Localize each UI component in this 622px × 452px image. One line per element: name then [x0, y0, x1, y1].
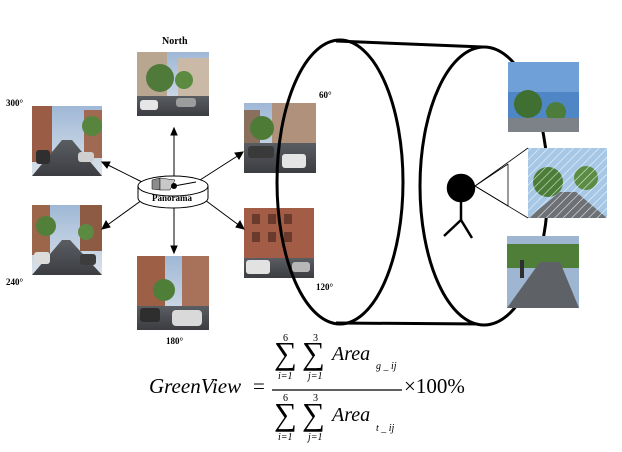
cylinder-photo-middle: [528, 148, 607, 218]
formula-lhs: GreenView: [149, 374, 242, 398]
street-photo-60: [244, 103, 316, 173]
cylinder-figure: [275, 38, 607, 327]
arrow-60: [199, 154, 240, 181]
num-term: Area: [332, 343, 371, 365]
angle-240-label: 240°: [6, 277, 24, 287]
den-term: Area: [332, 404, 371, 426]
formula-factor: ×100%: [404, 374, 465, 398]
arrow-300: [105, 163, 143, 183]
street-photo-180: [137, 256, 209, 330]
panorama-hub: [137, 175, 209, 209]
num-sum-i-upper: 6: [283, 333, 288, 344]
hub-arrows: [100, 126, 245, 255]
arrow-180-head: [170, 245, 178, 255]
den-sum-j-sign: ∑: [302, 396, 325, 432]
num-sum-i-sign: ∑: [274, 335, 297, 371]
formula-equals: =: [253, 374, 265, 398]
num-subscript: g _ ij: [376, 361, 397, 372]
street-photo-240: [32, 205, 102, 275]
num-sum-j-sign: ∑: [302, 335, 325, 371]
arrow-300-head: [100, 161, 111, 169]
hub-label: Panorama: [152, 193, 192, 203]
arrow-60-head: [234, 151, 244, 160]
num-sum-j-upper: 3: [313, 333, 318, 344]
street-photo-300: [32, 106, 102, 176]
cylinder-top-edge: [335, 39, 484, 49]
den-sum-i-upper: 6: [283, 393, 288, 404]
den-sum-i-lower: i=1: [278, 432, 293, 443]
den-sum-i-sign: ∑: [274, 396, 297, 432]
angle-300-label: 300°: [6, 98, 24, 108]
num-sum-j-lower: j=1: [308, 371, 323, 382]
observer-icon: [443, 173, 476, 239]
angle-60-label: 60°: [319, 90, 332, 100]
cylinder-bottom-edge: [335, 321, 484, 326]
arrow-240-head: [101, 220, 111, 230]
arrow-240: [105, 199, 143, 227]
arrow-north-head: [170, 126, 178, 136]
angle-120-label: 120°: [316, 282, 334, 292]
den-sum-j-upper: 3: [313, 393, 318, 404]
arrow-120-head: [235, 220, 245, 230]
street-photo-north: [137, 52, 209, 116]
den-subscript: t _ ij: [376, 423, 395, 434]
num-sum-i-lower: i=1: [278, 371, 293, 382]
angle-180-label: 180°: [166, 336, 184, 346]
direction-title: North: [162, 36, 188, 47]
den-sum-j-lower: j=1: [308, 432, 323, 443]
hub-sector: [151, 177, 161, 191]
cylinder-photo-bottom: [507, 236, 579, 308]
arrow-120: [204, 199, 241, 227]
cylinder-back-rim: [275, 38, 405, 326]
cylinder-photo-top: [508, 62, 579, 132]
view-cone: [474, 147, 529, 219]
